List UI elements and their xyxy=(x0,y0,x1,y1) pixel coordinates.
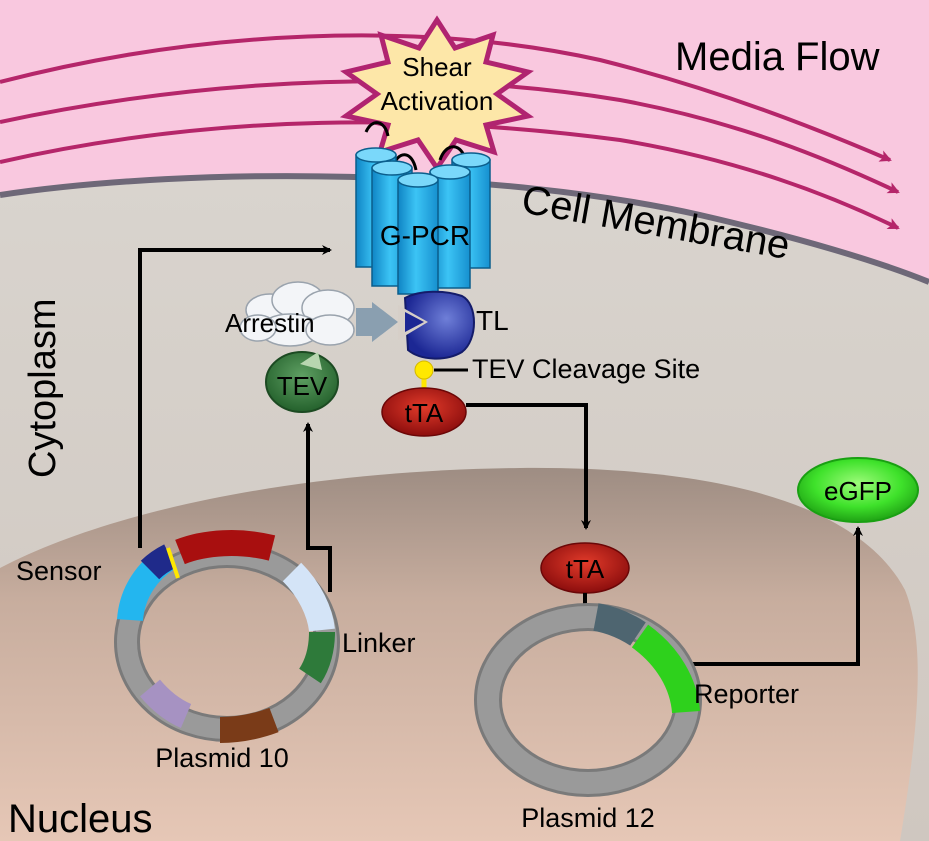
egfp-protein xyxy=(797,457,919,523)
media-flow-arrows xyxy=(0,33,900,230)
arrestin-cloud xyxy=(239,281,355,347)
reporter-expression-arrow xyxy=(692,526,863,666)
flow-arrow-3 xyxy=(0,120,900,230)
tl-cleft-inner xyxy=(405,312,424,332)
linker-expression-arrow xyxy=(303,422,332,592)
tta-top-label: tTA xyxy=(405,398,444,428)
egfp-label: eGFP xyxy=(824,476,892,506)
tev-cleft xyxy=(300,352,322,370)
tta-translocation-arrow xyxy=(466,403,591,530)
cytoplasm-label: Cytoplasm xyxy=(22,299,64,479)
plasmid10-segment-lavender xyxy=(140,679,192,728)
flow-arrow-2 xyxy=(0,79,900,194)
shear-label-line2: Activation xyxy=(381,86,494,116)
tl-domain xyxy=(403,290,475,360)
gpcr-label: G-PCR xyxy=(380,220,470,251)
sensor-label: Sensor xyxy=(16,556,102,586)
plasmid10-segment-tev xyxy=(298,631,335,684)
reporter-label: Reporter xyxy=(694,679,799,709)
plasmid10-segment-tta xyxy=(175,530,276,565)
tev-cleavage-site-label: TEV Cleavage Site xyxy=(472,354,700,384)
plasmid-10 xyxy=(114,530,340,743)
shear-label-line1: Shear xyxy=(402,52,472,82)
flow-arrow-1 xyxy=(0,33,892,162)
plasmid12-segment-slate xyxy=(593,603,646,646)
plasmid12-segment-reporter xyxy=(631,624,700,714)
plasmid10-segment-brown xyxy=(219,707,279,743)
tta-nucleus-label: tTA xyxy=(566,554,605,584)
gpcr-receptor xyxy=(355,147,491,295)
nucleus-label: Nucleus xyxy=(8,797,153,841)
cell-membrane-line xyxy=(0,173,929,285)
cleavage-site-dot xyxy=(414,360,434,380)
sensor-expression-arrow xyxy=(138,245,332,548)
arrestin-label: Arrestin xyxy=(225,308,315,338)
plasmid10-segment-light-blue xyxy=(282,562,335,632)
tev-label: TEV xyxy=(277,371,328,401)
plasmid-12-label: Plasmid 12 xyxy=(521,803,655,833)
tl-label: TL xyxy=(476,305,509,336)
tta-top xyxy=(381,387,467,437)
arrestin-arrow xyxy=(356,302,398,342)
linker-label: Linker xyxy=(342,628,416,658)
media-flow-label: Media Flow xyxy=(675,35,880,79)
plasmid10-segment-cleavage xyxy=(166,547,180,579)
plasmid10-segment-tl xyxy=(140,544,176,580)
plasmid-12 xyxy=(474,603,702,797)
plasmid-10-label: Plasmid 10 xyxy=(155,743,289,773)
